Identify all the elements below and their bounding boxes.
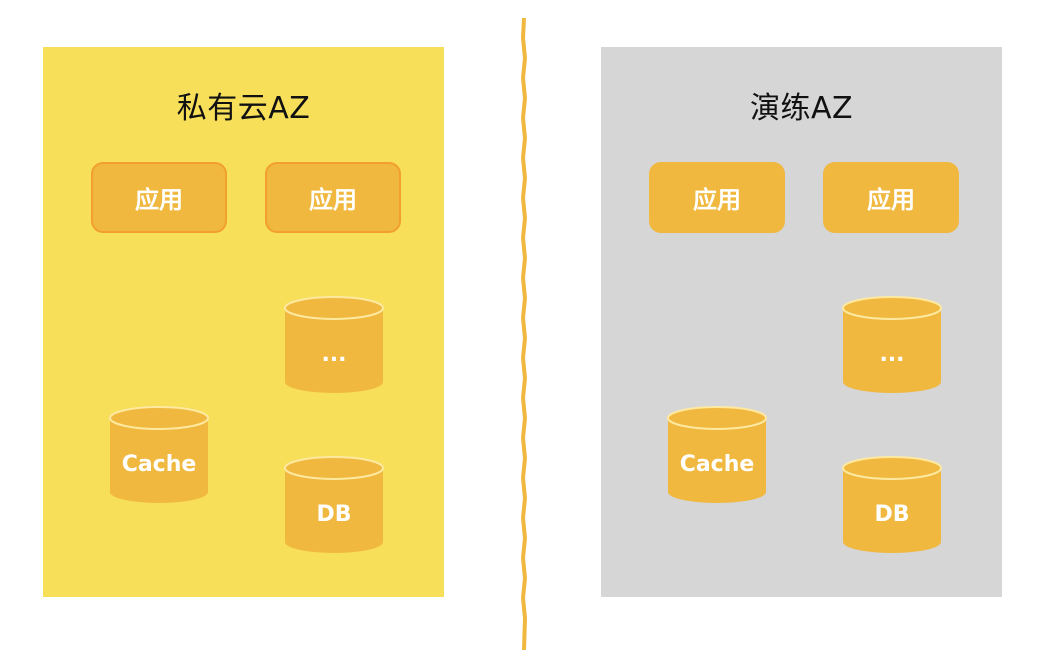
private-cloud-az-zone: 私有云AZ 应用 应用 ... Cache DB xyxy=(43,47,444,597)
app-box: 应用 xyxy=(265,162,401,233)
cache-cylinder: Cache xyxy=(667,405,767,505)
cylinder-shape xyxy=(842,456,942,553)
db-cylinder: DB xyxy=(284,455,384,555)
drill-az-zone: 演练AZ 应用 应用 ... Cache DB xyxy=(601,47,1002,597)
cylinder-shape xyxy=(109,406,209,503)
cylinder-shape xyxy=(667,406,767,503)
cylinder-label: DB xyxy=(874,502,910,527)
cylinder-label: ... xyxy=(321,342,347,367)
zone-title: 演练AZ xyxy=(749,91,854,126)
app-box: 应用 xyxy=(91,162,227,233)
cylinder-shape xyxy=(284,296,384,393)
cylinder-shape xyxy=(284,456,384,553)
cylinder-label: DB xyxy=(316,502,352,527)
cache-cylinder: Cache xyxy=(109,405,209,505)
app-box: 应用 xyxy=(823,162,959,233)
more-storage-cylinder: ... xyxy=(842,295,942,395)
cylinder-label: Cache xyxy=(679,452,755,477)
cylinder-label: ... xyxy=(879,342,905,367)
cylinder-label: Cache xyxy=(121,452,197,477)
cylinder-shape xyxy=(842,296,942,393)
zone-divider xyxy=(520,18,528,650)
zone-title: 私有云AZ xyxy=(176,91,311,126)
app-box: 应用 xyxy=(649,162,785,233)
more-storage-cylinder: ... xyxy=(284,295,384,395)
db-cylinder: DB xyxy=(842,455,942,555)
